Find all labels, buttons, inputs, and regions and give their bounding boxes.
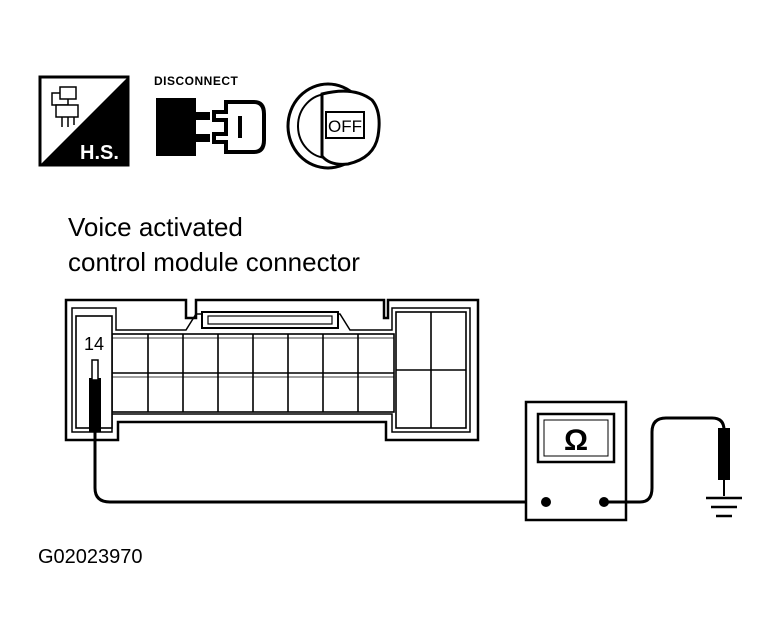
figure-code: G02023970 [38, 546, 143, 568]
terminal-grid [111, 333, 395, 413]
probe-connector-side [89, 378, 101, 432]
ignition-off-label: OFF [328, 117, 362, 136]
test-lead-wire-left [93, 432, 546, 504]
harness-hs-label: H.S. [80, 142, 119, 164]
connector-title-line1: Voice activated [68, 212, 243, 242]
ignition-key-off-icon: OFF [286, 82, 381, 170]
connector-right-block [395, 311, 467, 429]
ohm-symbol: Ω [564, 424, 588, 457]
harness-hs-icon: H.S. [38, 75, 130, 167]
disconnect-icon [156, 98, 266, 156]
ground-icon [706, 496, 742, 518]
ohmmeter-display [536, 412, 616, 464]
connector-title-line2: control module connector [68, 247, 360, 277]
disconnect-label: DISCONNECT [154, 74, 239, 88]
connector-latch [201, 311, 339, 329]
meter-terminal-left [541, 497, 551, 507]
terminal-14-label: 14 [84, 334, 104, 354]
probe-ground-side [718, 428, 730, 480]
test-lead-wire-right [604, 416, 726, 504]
